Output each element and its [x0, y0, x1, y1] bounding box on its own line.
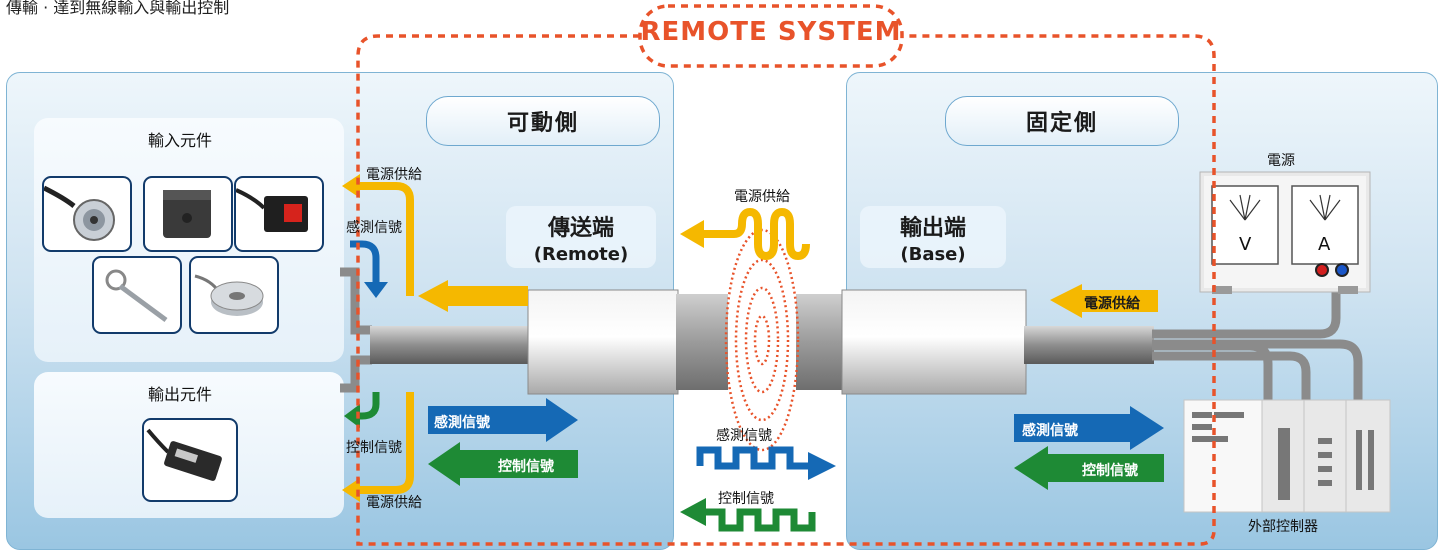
movable-side-heading: 可動側 — [426, 96, 660, 146]
left-sense-path — [350, 240, 380, 284]
actuator-icon — [146, 428, 222, 481]
left-power-bottom-label: 電源供給 — [366, 495, 422, 511]
photo-sensor-thumb — [234, 176, 324, 252]
proximity-sensor-thumb — [42, 176, 132, 252]
remote-name: 傳送端 — [547, 216, 614, 241]
fixed-side-heading: 固定側 — [945, 96, 1179, 146]
left-power-path — [356, 182, 414, 494]
remote-label: 傳送端 (Remote) — [506, 206, 656, 268]
remote-head — [527, 289, 679, 395]
sense-arrow-left — [428, 398, 578, 442]
remote-cable — [370, 326, 532, 364]
rod-sensor-thumb — [92, 256, 182, 334]
disc-sensor-icon — [194, 274, 264, 316]
controller-label: 外部控制器 — [1248, 519, 1318, 535]
center-control-arrowhead — [680, 498, 706, 526]
actuator-thumb — [142, 418, 238, 502]
center-power-wave — [680, 207, 810, 261]
block-sensor-thumb — [143, 176, 233, 252]
right-power-arrow-label: 電源供給 — [1084, 296, 1140, 312]
center-sense-wave — [696, 446, 814, 470]
right-sense-arrow-label: 感測信號 — [1022, 423, 1078, 439]
left-wiring — [340, 267, 372, 393]
remote-system-tag — [638, 4, 904, 68]
left-control-arrow-label: 控制信號 — [498, 459, 554, 475]
power-arrow-base — [1050, 284, 1158, 318]
center-control-wave — [700, 508, 816, 532]
control-arrow-left — [428, 442, 578, 486]
center-sense-arrowhead — [808, 452, 836, 480]
left-sense-arrow-label: 感測信號 — [434, 415, 490, 431]
left-power-arrowhead-top — [342, 174, 360, 198]
block-sensor-icon — [163, 190, 211, 238]
base-name: 輸出端 — [899, 216, 966, 241]
right-wiring — [1152, 282, 1363, 400]
rod-sensor-icon — [105, 269, 168, 323]
base-sub: (Base) — [900, 244, 966, 265]
right-control-arrow-label: 控制信號 — [1082, 463, 1138, 479]
base-cable — [1024, 326, 1154, 364]
remote-system-border — [356, 34, 1216, 546]
disc-sensor-thumb — [189, 256, 279, 334]
left-power-top-label: 電源供給 — [366, 167, 422, 183]
base-head — [841, 289, 1027, 395]
control-arrow-right — [1014, 446, 1164, 490]
remote-system-title: REMOTE SYSTEM — [640, 17, 902, 47]
left-sense-label: 感測信號 — [346, 220, 402, 236]
ammeter-label: A — [1318, 234, 1331, 255]
left-control-path — [356, 392, 380, 420]
round-connector-icon — [44, 185, 115, 241]
photoelectric-sensor-icon — [236, 188, 308, 232]
sense-arrow-right — [1014, 406, 1164, 450]
base-head-tip — [796, 294, 844, 390]
center-control-label: 控制信號 — [718, 491, 774, 507]
left-control-arrowhead — [344, 404, 360, 428]
left-power-arrowhead-bottom — [342, 478, 360, 502]
top-caption: 傳輸 · 達到無線輸入與輸出控制 — [6, 0, 230, 17]
input-components-label: 輸入元件 — [148, 131, 213, 150]
power-supply-title: 電源 — [1267, 153, 1295, 169]
output-components-label: 輸出元件 — [148, 385, 213, 404]
remote-sub: (Remote) — [533, 244, 629, 265]
power-supply — [1199, 171, 1371, 294]
remote-head-tip — [676, 294, 728, 390]
power-arrow-remote — [418, 280, 528, 312]
wireless-signal — [724, 228, 800, 452]
left-sense-arrowhead — [364, 282, 388, 298]
center-power-label: 電源供給 — [734, 189, 790, 205]
voltmeter-label: V — [1239, 234, 1252, 255]
center-sense-label: 感測信號 — [716, 428, 772, 444]
left-control-label: 控制信號 — [346, 440, 402, 456]
external-controller — [1183, 399, 1391, 513]
base-label: 輸出端 (Base) — [860, 206, 1006, 268]
